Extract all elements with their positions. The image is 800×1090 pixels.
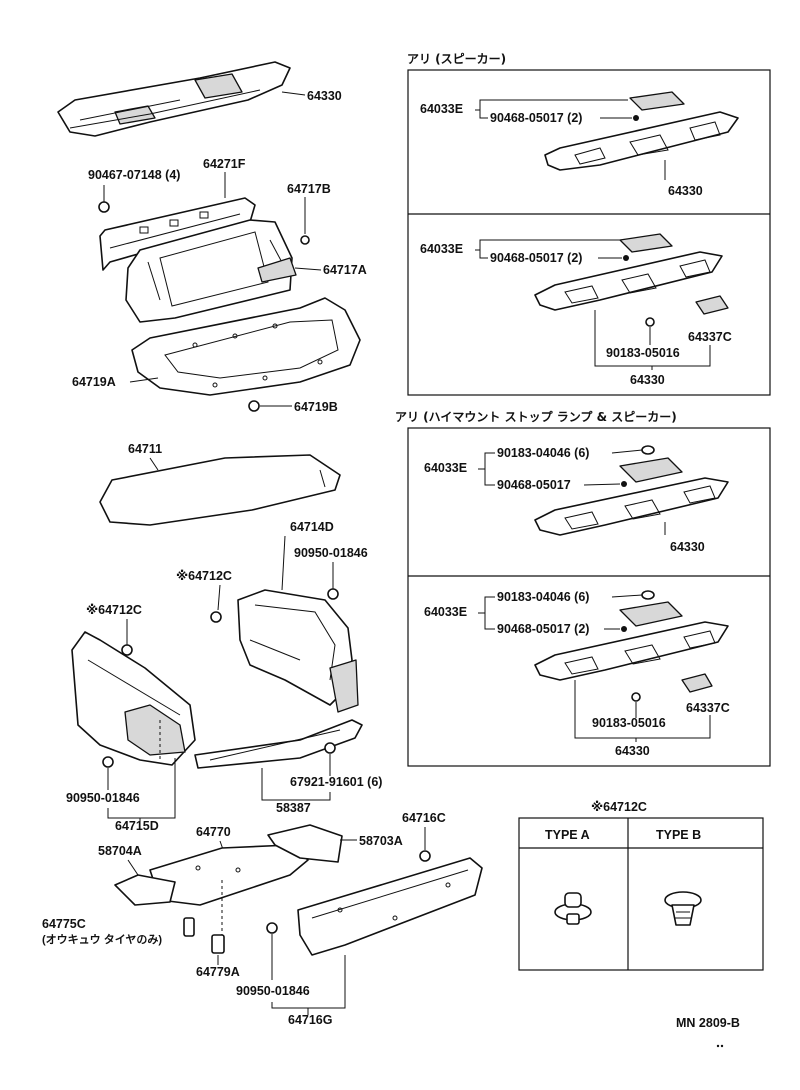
side-trim-64714D: [237, 589, 359, 713]
label-64714D: 64714D: [290, 520, 334, 534]
box3-label-90183-04046: 90183-04046 (6): [497, 446, 589, 460]
side-trim-64715D: [71, 631, 196, 766]
type-table: [518, 817, 764, 971]
title-speaker-variant: アリ (スピーカー): [407, 52, 506, 66]
box-speaker-variant: [407, 69, 771, 396]
label-64770: 64770: [196, 825, 231, 839]
box4-label-90183-05016: 90183-05016: [592, 716, 666, 730]
floor-mat-64711: [99, 454, 341, 526]
label-58703A: 58703A: [359, 834, 403, 848]
box4-label-64330: 64330: [615, 744, 650, 758]
rear-trim-64716G: [297, 857, 483, 956]
box1-label-90468: 90468-05017 (2): [490, 111, 582, 125]
box4-label-64337C: 64337C: [686, 701, 730, 715]
box2-group: 64033E 90468-05017 (2) 64337C 90183-0501…: [420, 233, 732, 387]
cover-58704A: [114, 874, 176, 906]
type-b-header: TYPE B: [656, 828, 701, 842]
label-67921-91601: 67921-91601 (6): [290, 775, 382, 789]
label-64717B: 64717B: [287, 182, 331, 196]
spacer-64775C: [183, 917, 195, 937]
clip-64712C-a: [210, 611, 222, 623]
label-64719B: 64719B: [294, 400, 338, 414]
box4-label-90183-04046: 90183-04046 (6): [497, 590, 589, 604]
label-90950-01846-left: 90950-01846: [66, 791, 140, 805]
clip-90950-bottom: [266, 922, 278, 934]
box2-label-64330: 64330: [630, 373, 665, 387]
label-64716G: 64716G: [288, 1013, 332, 1027]
clip-type-a-icon: [554, 892, 592, 925]
label-58704A: 58704A: [98, 844, 142, 858]
box-highmount-variant: [407, 427, 771, 767]
cover-58703A: [267, 824, 343, 863]
label-64775C-note: (オウキュウ タイヤのみ): [42, 933, 162, 946]
label-64716C: 64716C: [402, 811, 446, 825]
label-90467-07148: 90467-07148 (4): [88, 168, 180, 182]
type-table-title: ※64712C: [591, 800, 647, 814]
box2-label-90468: 90468-05017 (2): [490, 251, 582, 265]
clip-64716C: [419, 850, 431, 862]
label-64717A: 64717A: [323, 263, 367, 277]
label-64330-top: 64330: [307, 89, 342, 103]
label-90950-01846-bottom: 90950-01846: [236, 984, 310, 998]
box3-label-64033E: 64033E: [424, 461, 467, 475]
label-64715D: 64715D: [115, 819, 159, 833]
label-64712C-b: ※64712C: [86, 603, 142, 617]
clip-type-b-icon: [664, 891, 702, 926]
label-64779A: 64779A: [196, 965, 240, 979]
trunk-front-trim: [125, 219, 297, 323]
box3-label-90468: 90468-05017: [497, 478, 571, 492]
spacer-64779A: [211, 934, 225, 954]
label-64711: 64711: [128, 442, 162, 456]
drawing-code: MN 2809-B: [676, 1016, 740, 1030]
box1-group: 64033E 90468-05017 (2) 64330: [420, 91, 739, 198]
box2-label-64337C: 64337C: [688, 330, 732, 344]
clip-90950-left: [102, 756, 114, 768]
clip-64712C-b: [121, 644, 133, 656]
package-tray-64330: [57, 61, 291, 137]
box2-label-90183: 90183-05016: [606, 346, 680, 360]
sill-plate-58387: [194, 719, 363, 769]
bolt-90467: [98, 185, 110, 213]
box3-group: 64033E 90183-04046 (6) 90468-05017 64330: [424, 445, 729, 554]
clip-64717B: [300, 235, 310, 245]
label-64719A: 64719A: [72, 375, 116, 389]
box2-label-64033E: 64033E: [420, 242, 463, 256]
box4-group: 64033E 90183-04046 (6) 90468-05017 (2) 6…: [424, 590, 730, 758]
label-90950-01846-top: 90950-01846: [294, 546, 368, 560]
trunk-floor-cover-64770: [149, 844, 309, 906]
label-64775C: 64775C: [42, 917, 86, 931]
box1-label-64330: 64330: [668, 184, 703, 198]
box4-label-64033E: 64033E: [424, 605, 467, 619]
title-highmount-speaker-variant: アリ (ハイマウント ストップ ランプ & スピーカー): [395, 409, 677, 424]
trunk-lid-liner-64719A: [131, 297, 361, 396]
box3-label-64330: 64330: [670, 540, 705, 554]
box1-label-64033E: 64033E: [420, 102, 463, 116]
label-58387: 58387: [276, 801, 311, 815]
box4-label-90468: 90468-05017 (2): [497, 622, 589, 636]
label-64712C-a: ※64712C: [176, 569, 232, 583]
label-64271F: 64271F: [203, 157, 246, 171]
clip-67921: [324, 742, 336, 754]
clip-64719B: [248, 400, 260, 412]
clip-90950-top: [327, 588, 339, 600]
type-a-header: TYPE A: [545, 828, 590, 842]
